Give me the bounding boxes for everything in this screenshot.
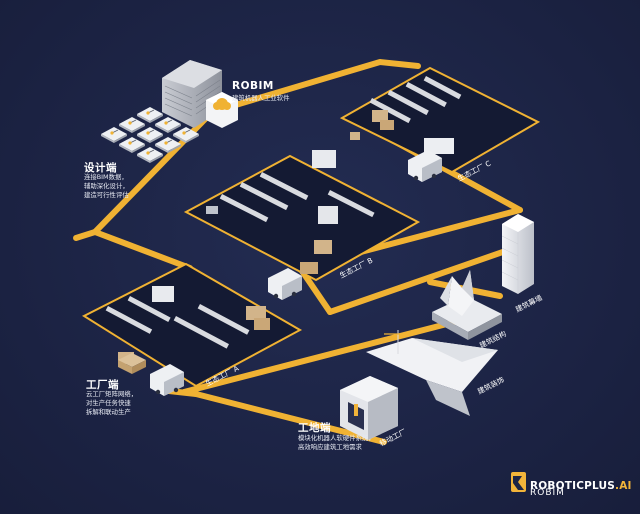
cloud-box-icon [206,92,238,128]
robot-tile [173,127,199,143]
factory-b-platform [183,150,421,282]
robim-title: ROBIM [232,80,274,92]
brand-subtitle: ROBIM [530,488,565,498]
factory-title: 工厂端 [86,379,119,391]
robot-tile [155,137,181,153]
robot-tile [119,137,145,153]
curtain-wall-tower [501,214,534,294]
robot-tile [137,127,163,143]
truck-icon [150,364,184,396]
brand-name: ROBOTICPLUS.AI [530,474,632,493]
pallet-stack [118,353,146,374]
design-robot-grid [101,107,199,163]
building-decoration-canopy [366,330,498,416]
brand-name-main: ROBOTICPLUS [530,480,616,492]
design-description: 连接BIM数据， 辅助深化设计， 建造可行性评估 [84,173,129,199]
factory-description: 云工厂矩阵网络， 对生产任务快速 拆解和联动生产 [86,390,138,416]
robot-tile [137,107,163,123]
brand-logo-icon [511,472,526,492]
brand-name-suffix: .AI [615,480,632,492]
site-title: 工地端 [298,422,331,434]
mobile-factory-container [340,376,398,440]
robot-tile [155,117,181,133]
design-title: 设计端 [84,162,117,174]
truck-icon [408,150,442,182]
factory-c-platform [339,66,541,174]
robot-tile [137,147,163,163]
truck-icon [268,268,302,300]
robim-description: 建筑机器人工业软件 [232,94,290,102]
building-structure-model [432,270,502,340]
robot-tile [101,127,127,143]
robot-tile [119,117,145,133]
site-description: 模块化机器人软硬件系统， 高效响应建筑工地需求 [298,434,375,451]
